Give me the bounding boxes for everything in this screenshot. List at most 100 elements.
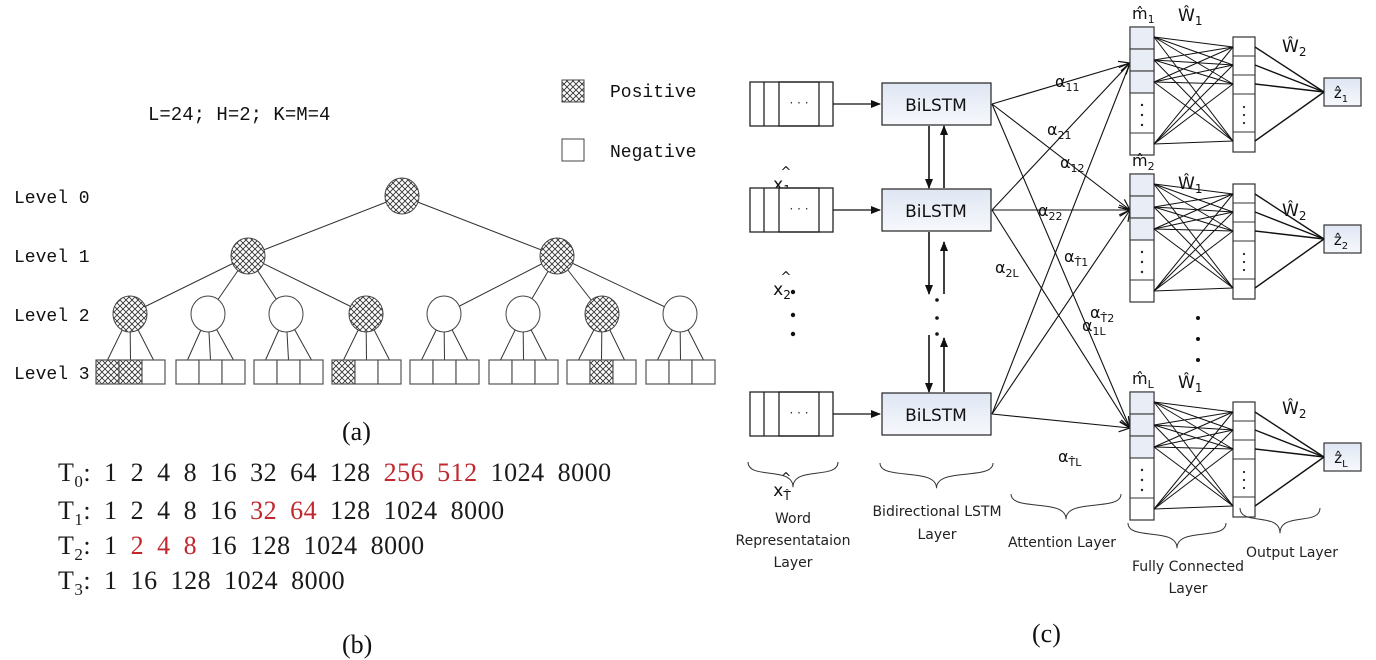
legend-positive-label: Positive xyxy=(610,83,696,103)
sequence-value: 8000 xyxy=(291,566,346,595)
fc-edge xyxy=(1153,140,1234,145)
tree-leaf-negative xyxy=(566,359,591,385)
fc-edge xyxy=(1153,424,1234,431)
output-edge xyxy=(1254,46,1325,93)
attention-label-a1L: α1L xyxy=(1082,316,1107,338)
bilstm-label: BiLSTM xyxy=(905,96,967,116)
fc-input-cell xyxy=(1129,70,1155,94)
attention-edge xyxy=(991,209,1130,428)
tree-leaf-positive xyxy=(95,359,120,385)
attention-edge xyxy=(991,63,1130,105)
ellipsis-dot xyxy=(790,331,796,337)
tree-edge xyxy=(247,195,403,257)
sequence-value: 8 xyxy=(183,458,198,487)
attention-label-aT2: αT̂2 xyxy=(1090,303,1114,325)
panel-c-network: · · ·x1^· · ·x2^· · ·xT̂^ BiLSTMBiLSTMBi… xyxy=(736,4,1362,648)
fc-edge xyxy=(1153,193,1234,208)
tree-node-level2-negative xyxy=(426,295,462,333)
word-representation-inputs: · · ·x1^· · ·x2^· · ·xT̂^ xyxy=(749,81,881,503)
bilstm-box xyxy=(881,392,992,436)
sequence-value: 16 xyxy=(210,531,238,560)
sequence-label: T0: xyxy=(58,458,92,492)
legend-negative-label: Negative xyxy=(610,143,696,163)
fc-edge xyxy=(1153,411,1234,448)
weight-label-w2: Ŵ2 xyxy=(1282,397,1306,421)
sequence-value: 1024 xyxy=(303,531,358,560)
fc-edge xyxy=(1153,446,1234,507)
sequence-value-highlighted: 64 xyxy=(290,496,318,525)
attention-edge xyxy=(991,103,1130,210)
tree-leaf-negative xyxy=(198,359,223,385)
tree-nodes xyxy=(95,177,716,385)
sequence-value: 4 xyxy=(157,458,171,487)
sequence-value: 16 xyxy=(130,566,158,595)
output-edge xyxy=(1254,193,1325,240)
output-edge xyxy=(1254,456,1325,507)
fc-edge xyxy=(1153,230,1234,292)
fc-edge xyxy=(1153,36,1234,66)
fc-edge xyxy=(1153,183,1234,232)
tree-leaf-negative xyxy=(691,359,716,385)
input-label-x: xT̂ xyxy=(773,481,791,503)
fc-edge xyxy=(1153,287,1234,292)
tree-leaf-negative xyxy=(221,359,246,385)
fc-edge xyxy=(1153,36,1234,85)
panel-a-tree: L=24; H=2; K=M=4 Positive Negative Level… xyxy=(14,79,716,446)
fc-edge xyxy=(1153,193,1234,292)
output-label-z: ẑ1 xyxy=(1334,84,1348,105)
layer-label-bilstm: Bidirectional LSTM xyxy=(872,504,1001,520)
level-label: Level 0 xyxy=(14,189,90,209)
tree-leaf-negative xyxy=(299,359,324,385)
fc-edge xyxy=(1153,183,1234,213)
sequence-value-highlighted: 4 xyxy=(157,531,171,560)
sequence-value: 1024 xyxy=(490,458,545,487)
fc-edge xyxy=(1153,59,1234,142)
ellipsis-dot xyxy=(1140,250,1144,254)
tree-node-level2-negative xyxy=(505,295,541,333)
legend-positive-swatch xyxy=(561,79,585,103)
tree-leaf-negative xyxy=(432,359,457,385)
hat-accent: ^ xyxy=(781,471,792,486)
tree-leaf-negative xyxy=(354,359,379,385)
layer-label-attention: Attention Layer xyxy=(1008,535,1116,551)
ellipsis-dot xyxy=(1242,268,1246,272)
output-edge xyxy=(1254,448,1325,458)
sequence-label: T3: xyxy=(58,566,92,600)
head-label-m: m̂2 xyxy=(1132,151,1155,173)
ellipsis-dot xyxy=(1140,478,1144,482)
sequence-value: 1024 xyxy=(383,496,438,525)
tree-node-level0-positive xyxy=(384,177,420,215)
fc-input-cell xyxy=(1129,26,1155,50)
fc-edge xyxy=(1153,206,1234,213)
fc-edge xyxy=(1153,228,1234,232)
fc-edge xyxy=(1153,36,1234,48)
sequence-value-highlighted: 8 xyxy=(183,531,198,560)
fc-edge xyxy=(1153,505,1234,510)
sequence-value: 8000 xyxy=(450,496,505,525)
fc-input-cell xyxy=(1129,391,1155,415)
fc-edge xyxy=(1153,429,1234,448)
brace-fc-layer xyxy=(1127,522,1227,549)
ellipsis-dot xyxy=(1140,123,1144,127)
ellipsis-text: · · · xyxy=(789,96,808,110)
fc-input-cell xyxy=(1129,48,1155,72)
output-edge xyxy=(1254,230,1325,240)
tree-leaf-positive xyxy=(118,359,143,385)
fc-edge xyxy=(1153,193,1234,230)
level-label: Level 3 xyxy=(14,365,90,385)
layer-label-word: Word xyxy=(775,511,811,527)
ellipsis-dot xyxy=(1196,316,1200,320)
fc-edge xyxy=(1153,183,1234,289)
attention-label-aTL: αT̂L xyxy=(1058,447,1082,469)
ellipsis-dot xyxy=(1242,121,1246,125)
tree-node-level1-positive xyxy=(230,237,266,275)
sequence-label: T2: xyxy=(58,531,92,565)
fc-edge xyxy=(1153,446,1234,450)
sequence-value: 8 xyxy=(183,496,198,525)
